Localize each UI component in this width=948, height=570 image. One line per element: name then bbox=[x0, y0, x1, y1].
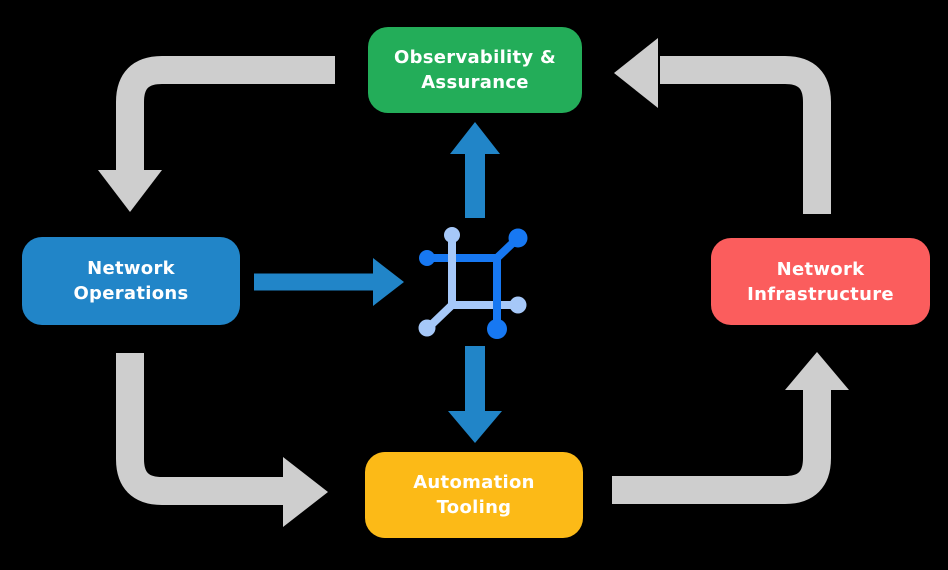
cycle-arrow-shaft bbox=[612, 390, 831, 504]
cycle-arrow-shaft bbox=[116, 353, 285, 505]
node-label: Network bbox=[87, 258, 175, 279]
node-label: Assurance bbox=[421, 72, 529, 93]
node-label: Operations bbox=[73, 283, 189, 304]
cycle-arrow-shaft bbox=[660, 56, 831, 214]
node-network-operations: Network Operations bbox=[22, 237, 240, 325]
flow-arrow-operations-to-center bbox=[254, 258, 404, 306]
arrowhead-down-icon bbox=[448, 411, 502, 443]
node-automation-tooling: Automation Tooling bbox=[365, 452, 583, 538]
node-label: Tooling bbox=[436, 497, 512, 518]
cycle-arrow-shaft bbox=[116, 56, 335, 172]
cycle-arrow-automation-to-infrastructure bbox=[612, 352, 849, 504]
flow-arrow-center-to-automation bbox=[448, 346, 502, 443]
arrowhead-down-icon bbox=[98, 170, 162, 212]
flow-arrow-center-to-observability bbox=[450, 122, 500, 218]
arrowhead-left-icon bbox=[614, 38, 658, 108]
node-label: Network bbox=[776, 258, 865, 280]
cycle-arrow-operations-to-automation bbox=[116, 353, 328, 527]
mesh-bright-top-group bbox=[419, 228, 528, 266]
node-observability-assurance: Observability & Assurance bbox=[368, 27, 582, 113]
arrowhead-up-icon bbox=[785, 352, 849, 390]
arrowhead-right-icon bbox=[373, 258, 404, 306]
cycle-arrow-observability-to-operations bbox=[98, 56, 335, 212]
arrowhead-right-icon bbox=[283, 457, 328, 527]
network-mesh-icon bbox=[418, 227, 528, 339]
node-network-infrastructure: Network Infrastructure bbox=[711, 238, 930, 325]
node-label: Observability & bbox=[393, 47, 557, 68]
mesh-bright-right-group bbox=[487, 255, 507, 339]
node-label: Automation bbox=[413, 472, 535, 493]
arrowhead-up-icon bbox=[450, 122, 500, 154]
node-label: Infrastructure bbox=[747, 283, 894, 305]
cycle-arrow-infrastructure-to-observability bbox=[614, 38, 831, 214]
